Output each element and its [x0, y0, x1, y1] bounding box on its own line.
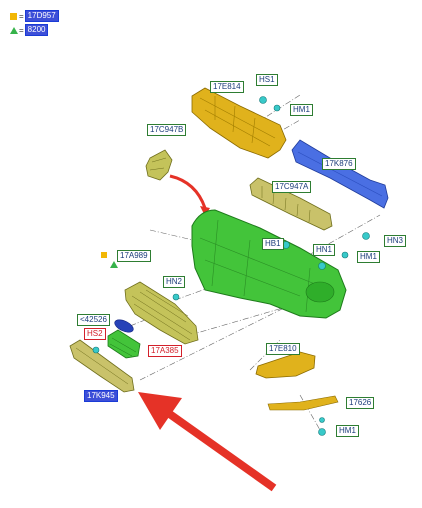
curved-arrowhead-icon — [200, 206, 210, 216]
part-label-42526: <42526 — [77, 314, 110, 326]
pointer-arrowhead-icon — [138, 392, 182, 430]
part-label-17K945: 17K945 — [84, 390, 118, 402]
part-label-17A989: 17A989 — [117, 250, 151, 262]
legend-row-triangle: = 8200 — [10, 24, 49, 36]
legend-row-square: = 17D957 — [10, 10, 59, 22]
part-label-17K876: 17K876 — [322, 158, 356, 170]
part-label-HM1-top: HM1 — [290, 104, 313, 116]
lower-trim-part — [69, 339, 135, 393]
lower-strip-part — [267, 395, 339, 411]
upper-reinforcement-part — [191, 87, 287, 159]
lower-grille-part — [107, 329, 141, 359]
part-label-17E814: 17E814 — [210, 81, 244, 93]
grille-part — [124, 281, 199, 345]
part-label-HM1-right: HM1 — [357, 251, 380, 263]
part-label-HS1: HS1 — [256, 74, 278, 86]
square-icon — [10, 12, 17, 20]
part-label-HN3: HN3 — [384, 235, 407, 247]
legend-code-square: 17D957 — [24, 10, 59, 22]
fasteners — [92, 96, 370, 436]
part-label-17C947B: 17C947B — [147, 124, 187, 136]
legend-code-triangle: 8200 — [24, 24, 49, 36]
part-label-HN2: HN2 — [163, 276, 186, 288]
part-label-17C947A: 17C947A — [272, 181, 312, 193]
triangle-icon — [110, 261, 118, 268]
legend-equals: = — [19, 11, 24, 21]
bracket-left-part — [145, 149, 173, 181]
emblem-part — [114, 319, 134, 333]
part-label-17626: 17626 — [346, 397, 375, 409]
pointer-arrow — [138, 392, 277, 492]
part-label-HS2: HS2 — [84, 328, 106, 340]
part-label-HB1: HB1 — [262, 238, 284, 250]
part-label-HN1: HN1 — [313, 244, 336, 256]
fog-lamp-bezel-part — [255, 351, 316, 379]
curved-arrow — [169, 174, 207, 209]
impact-bar-part — [291, 139, 389, 209]
triangle-icon — [10, 26, 18, 34]
square-icon — [101, 252, 107, 258]
part-label-17E810: 17E810 — [266, 343, 300, 355]
part-label-HM1-bottom: HM1 — [336, 425, 359, 437]
part-label-17A385: 17A385 — [148, 345, 182, 357]
legend-equals: = — [19, 25, 24, 35]
